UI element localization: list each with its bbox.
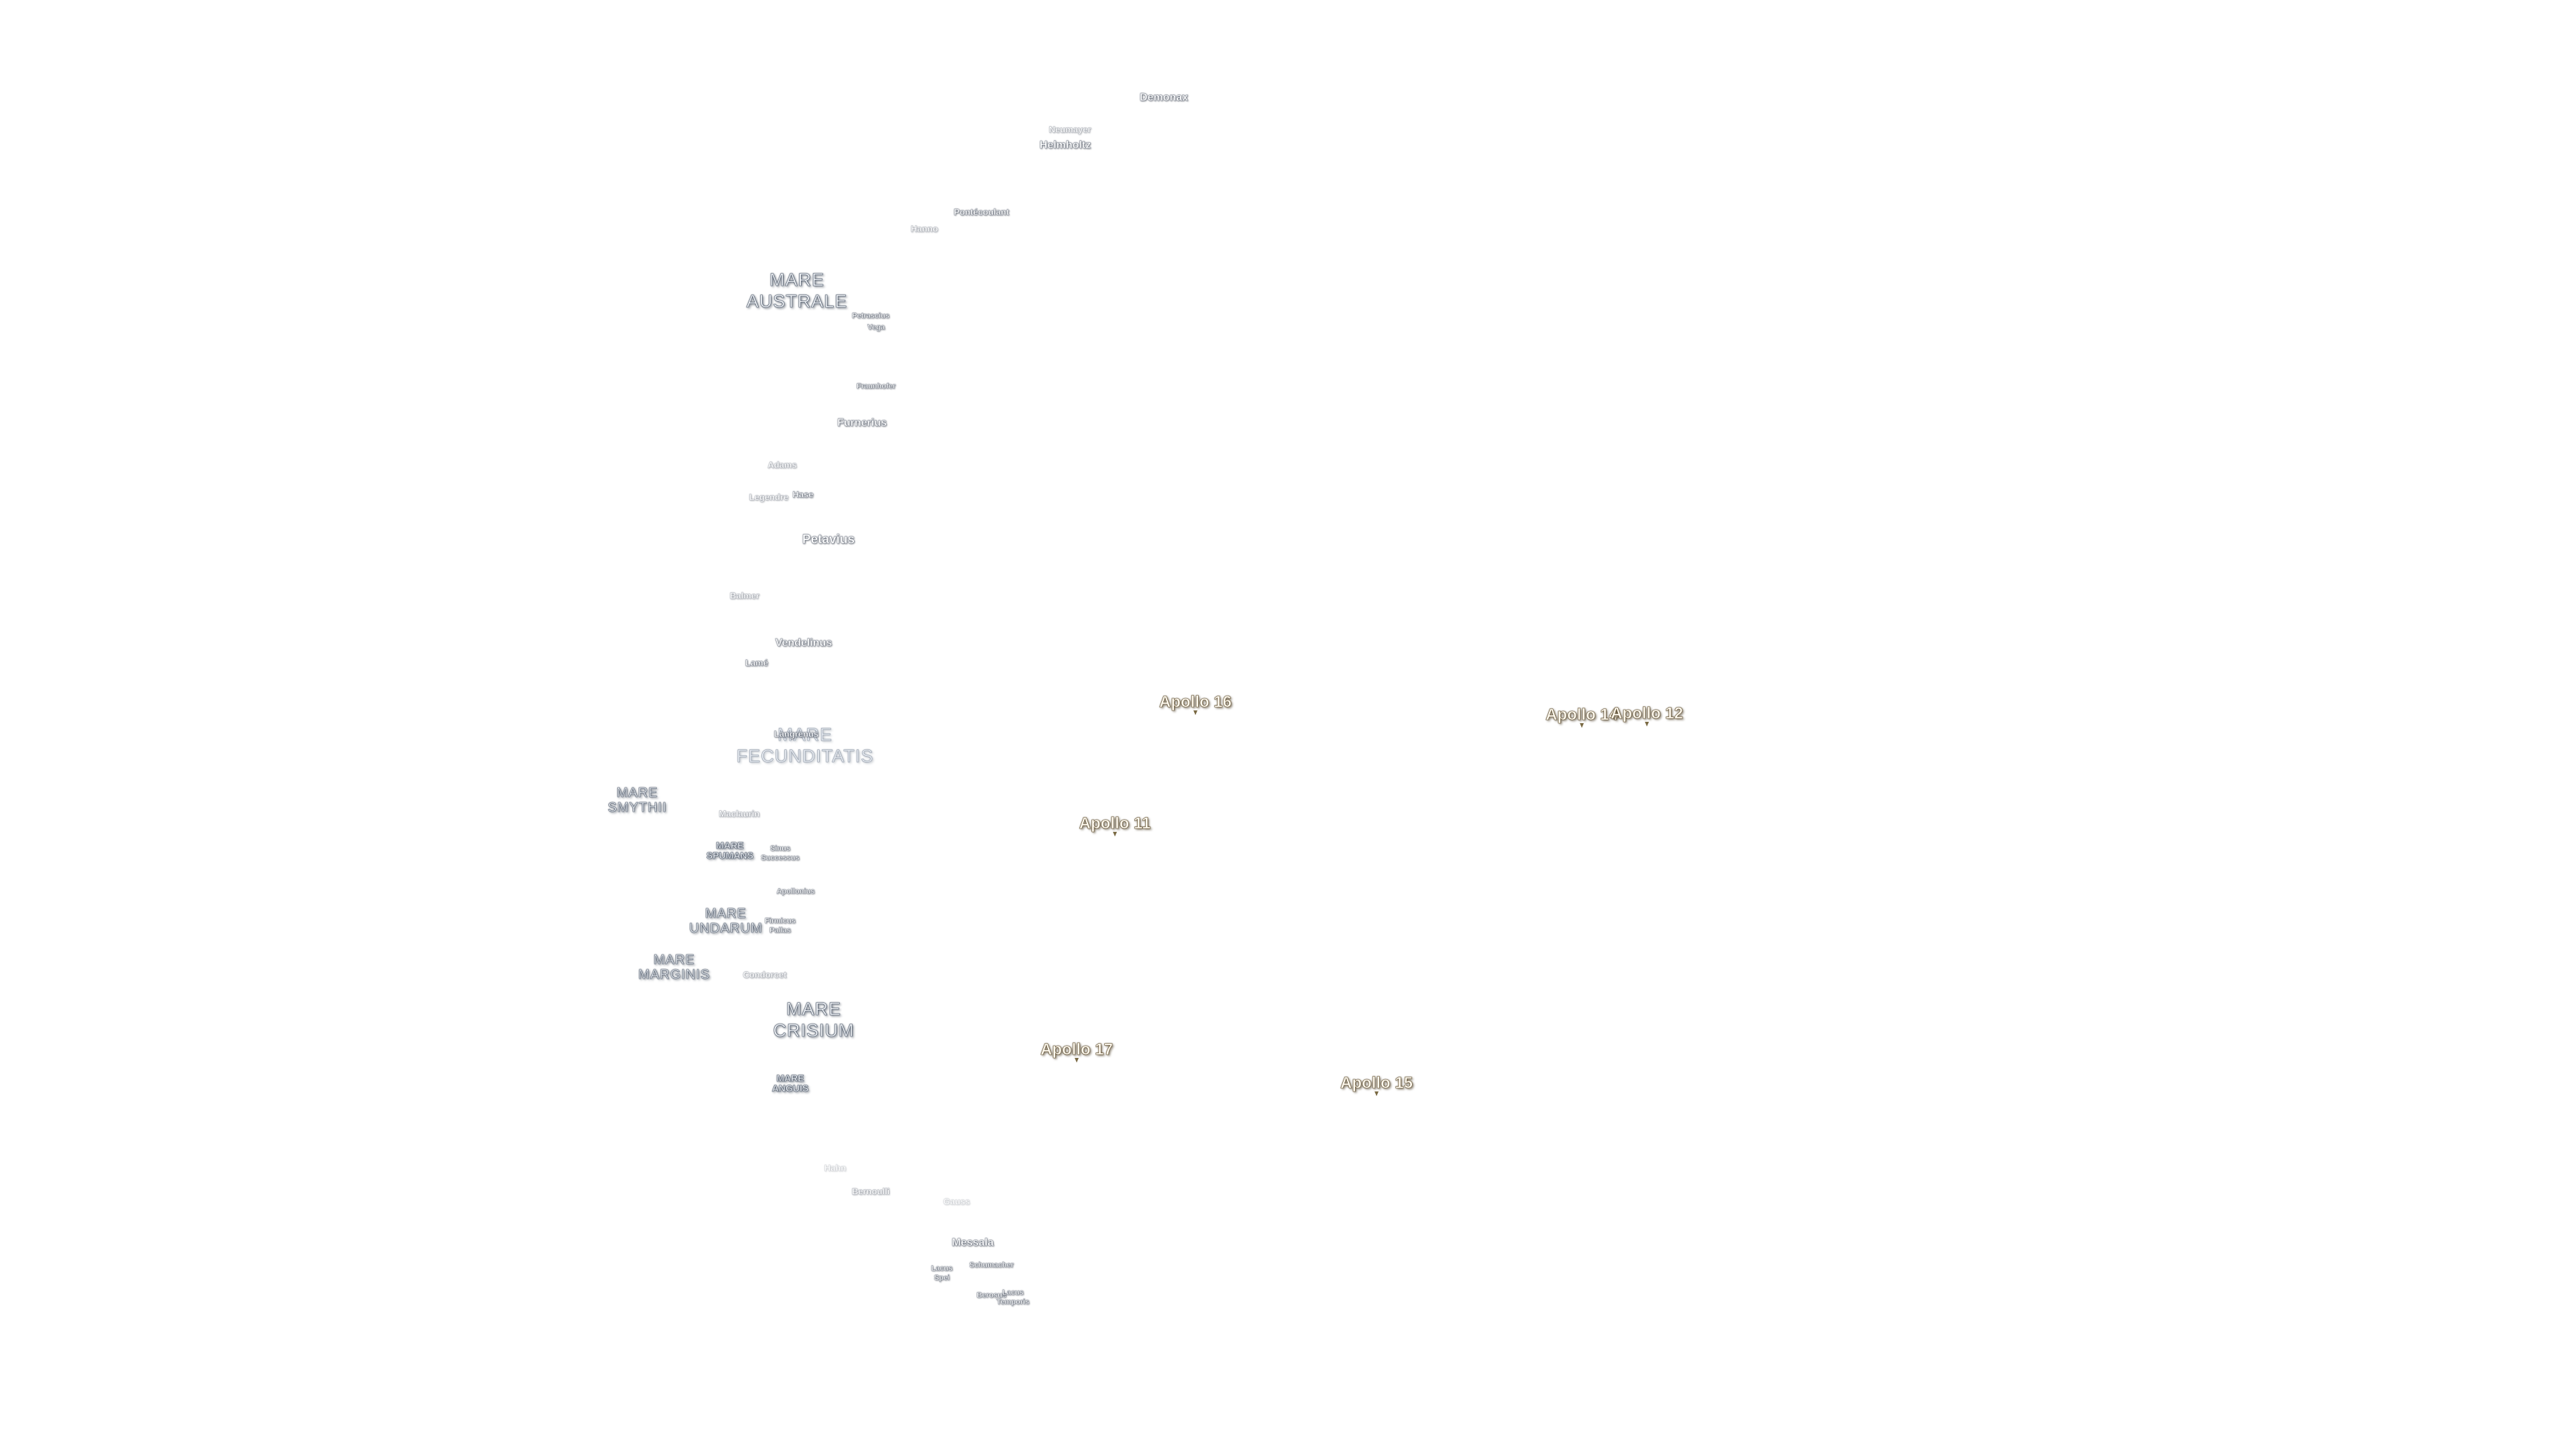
mare-label-line: CRISIUM [773, 1020, 855, 1041]
landing-site-label-apollo-12[interactable]: Apollo 12 [1610, 704, 1684, 723]
mare-label-line: SPUMANS [706, 850, 754, 861]
crater-label-demonax[interactable]: Demonax [1139, 92, 1189, 103]
crater-label-berosus[interactable]: Berosus [976, 1291, 1007, 1299]
mare-label-line: MARE [776, 1073, 804, 1083]
crater-label-messala[interactable]: Messala [951, 1237, 994, 1248]
landing-site-marker-icon[interactable] [1645, 722, 1649, 727]
crater-label-hanno[interactable]: Hanno [910, 223, 938, 234]
crater-label-gauss[interactable]: Gauss [943, 1196, 970, 1207]
crater-label-petrascius[interactable]: Petrascius [852, 312, 890, 320]
crater-label-lame[interactable]: Lamé [745, 657, 768, 668]
crater-label-adams[interactable]: Adams [767, 460, 797, 470]
crater-label-vendelinus[interactable]: Vendelinus [775, 637, 833, 649]
feature-label-line: Lacus [1002, 1289, 1024, 1297]
crater-label-apollonius[interactable]: Apollonius [776, 888, 815, 896]
crater-label-neumayer[interactable]: Neumayer [1049, 124, 1091, 135]
mare-label-line: MARE [716, 840, 744, 851]
crater-label-balmer[interactable]: Balmer [729, 590, 760, 601]
landing-site-label-apollo-17[interactable]: Apollo 17 [1040, 1040, 1114, 1059]
crater-label-petavius[interactable]: Petavius [802, 533, 855, 547]
feature-label-line: Spei [934, 1274, 950, 1282]
crater-label-bernoulli[interactable]: Bernoulli [851, 1186, 890, 1197]
feature-label-line: Temporis [996, 1298, 1030, 1306]
crater-label-schumacher[interactable]: Schumacher [969, 1261, 1014, 1269]
mare-label-line: MARE [653, 953, 695, 968]
crater-label-langrenus[interactable]: Langrenus [773, 729, 819, 739]
feature-label-line: Firmicus [765, 917, 796, 925]
crater-label-helmholtz[interactable]: Helmholtz [1039, 140, 1091, 151]
mare-label-line: MARE [769, 270, 825, 290]
feature-label-line: Sinus [770, 845, 790, 853]
crater-label-pontecoulant[interactable]: Pontécoulant [953, 207, 1010, 217]
mare-label-line: FECUNDITATIS [736, 746, 874, 767]
crater-label-maclaurin[interactable]: Maclaurin [718, 808, 760, 819]
crater-label-fraunhofer[interactable]: Fraunhofer [856, 382, 896, 390]
landing-site-marker-icon[interactable] [1193, 710, 1197, 715]
feature-label-line: Pallas [769, 926, 791, 934]
mare-label-line: UNDARUM [689, 921, 763, 936]
crater-label-vega[interactable]: Vega [867, 323, 885, 331]
landing-site-label-apollo-11[interactable]: Apollo 11 [1079, 814, 1151, 833]
mare-label-line: MARE [705, 906, 747, 922]
crater-label-legendre[interactable]: Legendre [749, 492, 789, 502]
mare-label-line: ANGUIS [771, 1083, 809, 1093]
crater-label-condorcet[interactable]: Condorcet [743, 969, 787, 980]
crater-label-hase[interactable]: Hase [792, 489, 814, 500]
landing-site-marker-icon[interactable] [1075, 1058, 1079, 1063]
feature-label-line: Lacus [931, 1265, 953, 1273]
mare-label-line: MARE [786, 999, 841, 1020]
mare-label-line: MARGINIS [638, 967, 710, 983]
feature-label-line: Successus [761, 854, 800, 862]
landing-site-label-apollo-16[interactable]: Apollo 16 [1159, 693, 1232, 712]
landing-site-label-apollo-15[interactable]: Apollo 15 [1340, 1074, 1413, 1093]
crater-label-furnerius[interactable]: Furnerius [837, 417, 887, 429]
landing-site-label-apollo-14[interactable]: Apollo 14 [1545, 706, 1619, 724]
landing-site-marker-icon[interactable] [1580, 723, 1584, 728]
mare-label-line: SMYTHII [607, 800, 667, 816]
landing-site-marker-icon[interactable] [1375, 1091, 1379, 1096]
mare-label-line: MARE [777, 724, 833, 745]
mare-label-line: AUSTRALE [746, 291, 848, 312]
crater-label-hahn[interactable]: Hahn [824, 1163, 847, 1173]
landing-site-marker-icon[interactable] [1113, 832, 1117, 837]
mare-label-line: MARE [616, 786, 658, 801]
